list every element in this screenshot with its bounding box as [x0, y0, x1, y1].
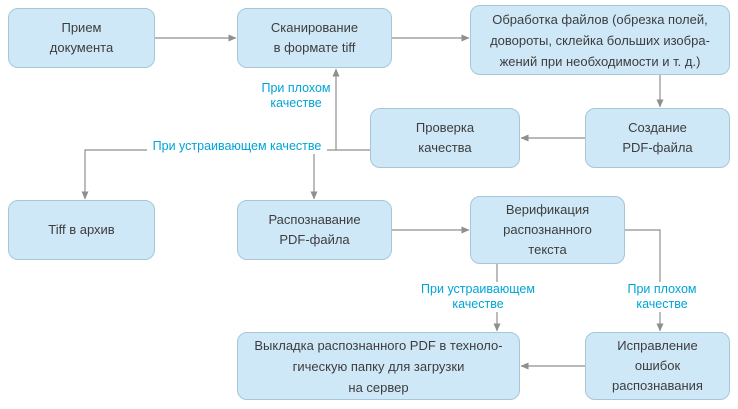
- node-scan-tiff: Сканирование в формате tiff: [237, 8, 392, 68]
- node-create-pdf: Создание PDF-файла: [585, 108, 730, 168]
- edge-label-good-quality-archive: При устраивающем качестве: [147, 139, 327, 154]
- edge-label-bad-quality-rescan: При плохом качестве: [261, 81, 331, 110]
- node-recognize-pdf: Распознавание PDF-файла: [237, 200, 392, 260]
- edge-label-good-quality-upload: При устраивающем качестве: [413, 282, 543, 312]
- arrow-verifikaciya-to-ispravlenie: [625, 229, 664, 332]
- node-verify-text: Верификация распознанного текста: [470, 196, 625, 264]
- node-quality-check: Проверка качества: [370, 108, 520, 168]
- node-document-intake: Прием документа: [8, 8, 155, 68]
- arrow-proverka-to-tiff: [81, 149, 370, 200]
- edge-label-bad-quality-fix: При плохом качестве: [612, 282, 712, 312]
- node-file-processing: Обработка файлов (обрезка полей, доворот…: [470, 5, 730, 75]
- node-upload-pdf: Выкладка распознанного PDF в техноло- ги…: [237, 332, 520, 400]
- node-fix-errors: Исправление ошибок распознавания: [585, 332, 730, 400]
- node-tiff-archive: Tiff в архив: [8, 200, 155, 260]
